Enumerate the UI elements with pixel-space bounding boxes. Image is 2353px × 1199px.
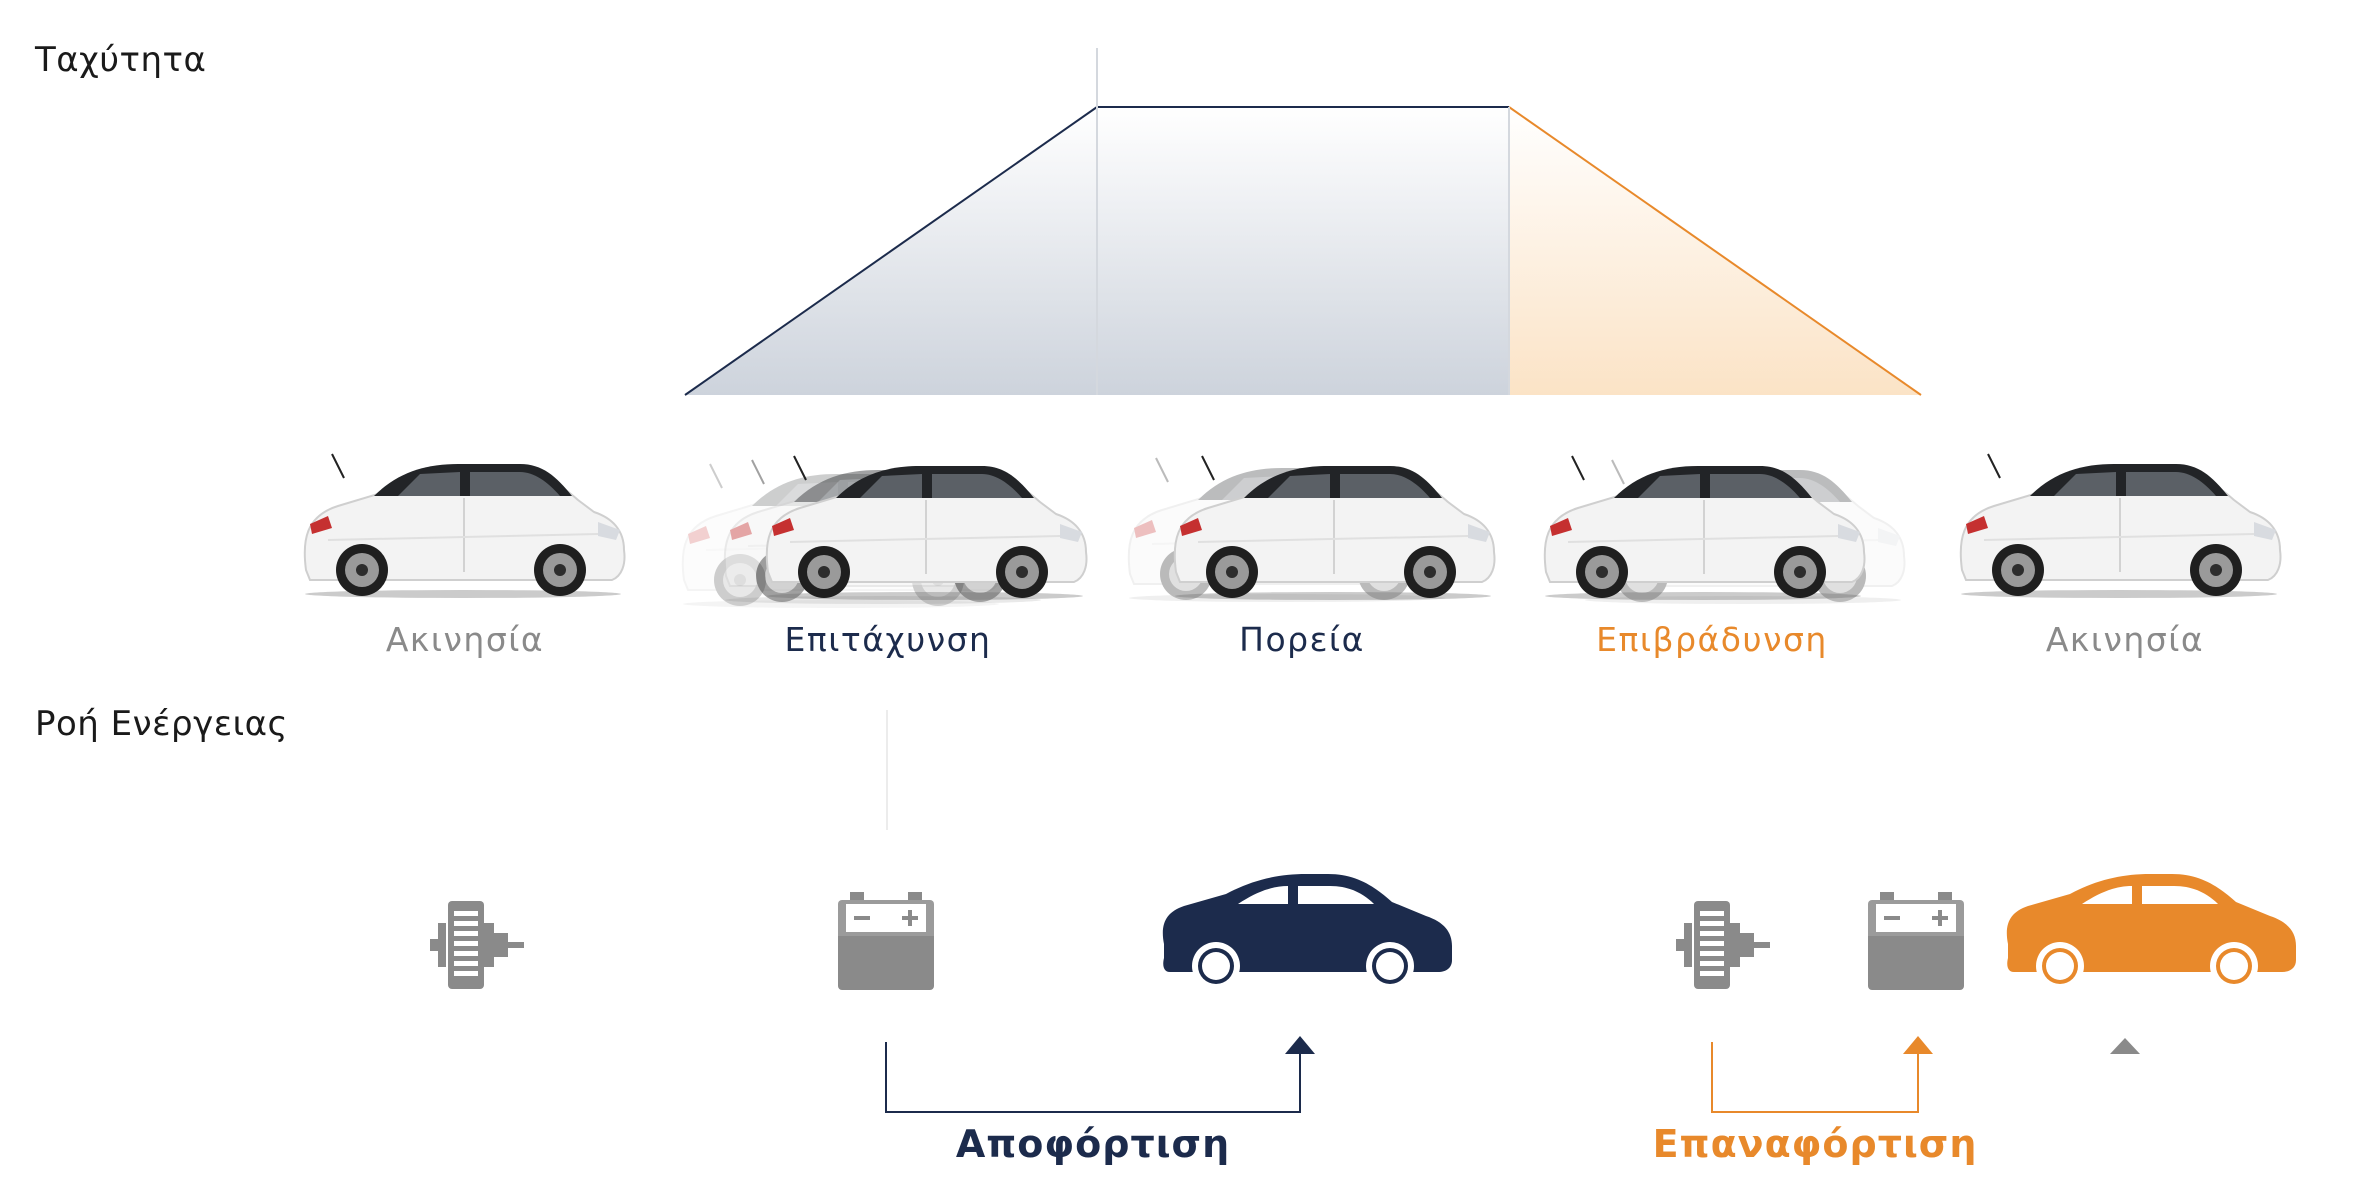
acceleration-edge [684,106,1098,396]
car-stopped-end [1959,453,2282,599]
cars-row [303,453,2282,609]
phase-label-deceleration: Επιβράδυνση [1596,620,1828,659]
discharge-arrow [885,1036,1315,1113]
battery-icon [838,892,934,990]
up-arrow-indicator [2110,1038,2140,1054]
car-accelerating [681,455,1088,609]
phase-label-stopped-end: Ακινησία [2045,620,2205,659]
battery-icon [1868,892,1964,990]
recharge-arrow [1711,1036,1933,1113]
cruise-area [1097,107,1509,395]
generator-icon [430,901,524,989]
generator-icon [1676,901,1770,989]
deceleration-edge [1508,106,1922,396]
recharge-label: Επαναφόρτιση [1652,1122,1978,1166]
phase-label-stopped: Ακινησία [385,620,545,659]
speed-profile [684,48,1922,396]
phase-label-acceleration: Επιτάχυνση [784,620,992,659]
car-decelerating [1543,455,1906,605]
car-silhouette-icon [2006,874,2296,990]
car-stopped [303,453,626,599]
discharge-label: Αποφόρτιση [955,1122,1231,1166]
energy-flow-title: Ροή Ενέργειας [35,704,288,744]
speed-title: Ταχύτητα [35,40,207,80]
car-cruising [1127,455,1496,603]
phase-label-cruise: Πορεία [1239,620,1365,659]
car-silhouette-icon [1162,874,1452,990]
